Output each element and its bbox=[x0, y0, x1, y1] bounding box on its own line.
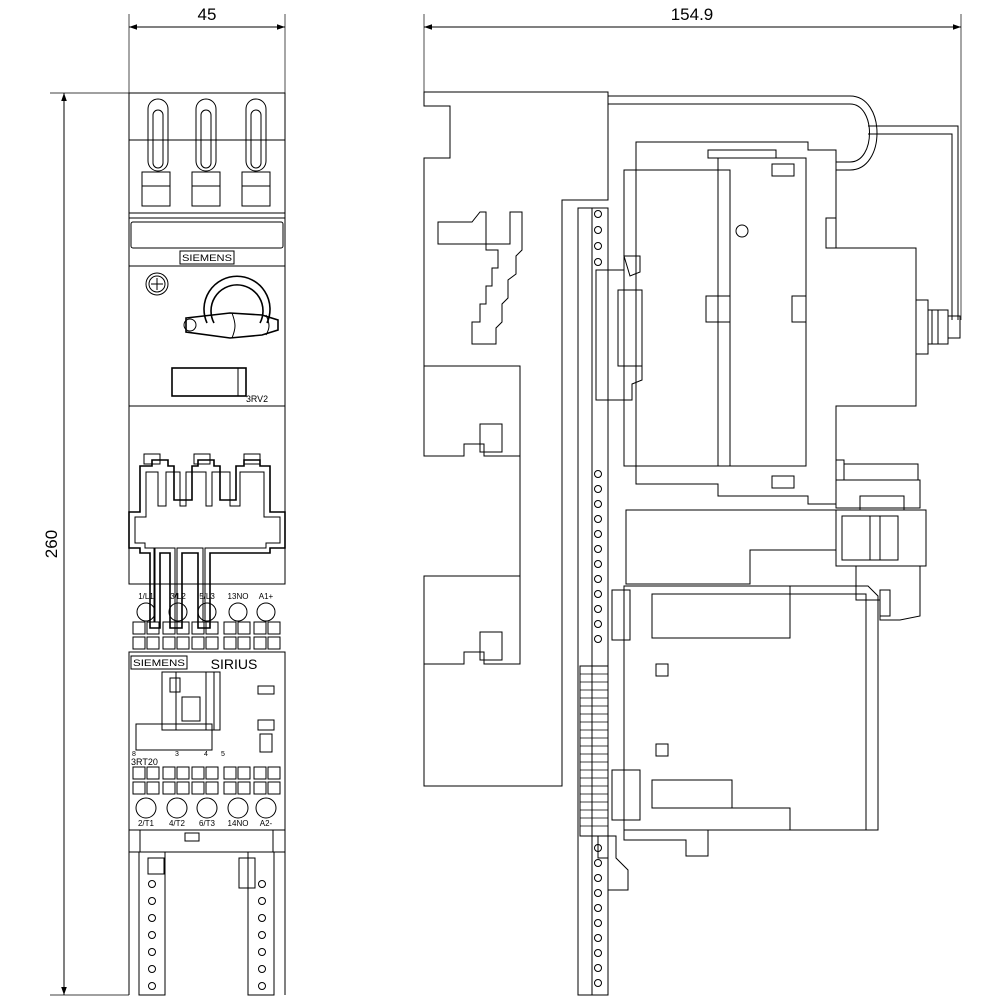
dimension-depth-label: 154.9 bbox=[671, 5, 714, 24]
rail-hole bbox=[594, 242, 602, 250]
rail-hole bbox=[594, 590, 602, 598]
breaker-type-label: 3RV2 bbox=[246, 394, 268, 404]
rail-hole bbox=[148, 914, 156, 922]
rail-hole bbox=[594, 545, 602, 553]
aux-numbers: 8 3 4 5 bbox=[132, 751, 225, 758]
rail-hole bbox=[594, 919, 602, 927]
rail-hole bbox=[594, 575, 602, 583]
rail-hole bbox=[258, 897, 266, 905]
terminal-label-2T1: 2/T1 bbox=[138, 819, 155, 828]
terminal-screws-bottom bbox=[135, 797, 277, 819]
spring-terminals-top bbox=[132, 621, 281, 650]
rail-hole bbox=[594, 934, 602, 942]
terminal-labels-top: 1/L1 3/L2 5/L3 13NO A1+ bbox=[138, 592, 273, 601]
rail-hole bbox=[594, 979, 602, 987]
rail-hole bbox=[594, 500, 602, 508]
terminal-label-14NO: 14NO bbox=[228, 819, 249, 828]
line-clamp-loops bbox=[147, 98, 267, 172]
brand-plate-contactor bbox=[130, 655, 188, 670]
terminal-label-6T3: 6/T3 bbox=[199, 819, 216, 828]
terminal-label-A2: A2- bbox=[260, 819, 273, 828]
aux-number-3: 3 bbox=[175, 751, 179, 758]
brand-contactor-label: SIEMENS bbox=[133, 658, 185, 668]
aux-number-4: 4 bbox=[204, 751, 208, 758]
rail-hole bbox=[258, 965, 266, 973]
rail-hole bbox=[148, 982, 156, 990]
dimension-height: 260 bbox=[42, 92, 129, 996]
rail-hole bbox=[594, 859, 602, 867]
rail-hole bbox=[258, 880, 266, 888]
rail-hole bbox=[258, 982, 266, 990]
dimension-width-label: 45 bbox=[198, 5, 217, 24]
aux-number-8: 8 bbox=[132, 751, 136, 758]
terminal-labels-bottom: 2/T1 4/T2 6/T3 14NO A2- bbox=[138, 819, 273, 828]
terminal-label-4T2: 4/T2 bbox=[169, 819, 186, 828]
rail-hole bbox=[148, 931, 156, 939]
knob-side bbox=[915, 299, 961, 355]
cable-loop bbox=[608, 95, 959, 320]
terminal-label-13NO: 13NO bbox=[228, 592, 249, 601]
dimension-depth: 154.9 bbox=[423, 5, 962, 320]
link-bus-bars bbox=[128, 453, 286, 629]
rail-hole bbox=[594, 470, 602, 478]
brand-top-label: SIEMENS bbox=[182, 253, 232, 263]
adjust-screw-icon bbox=[145, 272, 169, 296]
rail-hole bbox=[594, 560, 602, 568]
side-view bbox=[423, 91, 961, 996]
spring-terminals-bottom bbox=[132, 766, 281, 795]
contactor-type-label: 3RT20 bbox=[131, 757, 158, 767]
line-terminal-screws bbox=[141, 171, 271, 207]
rail-hole bbox=[594, 889, 602, 897]
rotary-handle bbox=[183, 275, 279, 339]
aux-number-5: 5 bbox=[221, 751, 225, 758]
rail-hole bbox=[594, 904, 602, 912]
terminal-label-5L3: 5/L3 bbox=[199, 592, 215, 601]
terminal-label-1L1: 1/L1 bbox=[138, 592, 154, 601]
rail-hole bbox=[594, 949, 602, 957]
label-window bbox=[130, 221, 284, 249]
rail-hole bbox=[594, 485, 602, 493]
rail-slots bbox=[579, 665, 609, 837]
front-view: SIEMENS 3RV2 bbox=[128, 92, 286, 996]
rail-hole bbox=[594, 226, 602, 234]
rail-hole bbox=[594, 635, 602, 643]
rail-hole bbox=[258, 914, 266, 922]
rail-hole bbox=[594, 530, 602, 538]
series-label: SIRIUS bbox=[211, 656, 258, 672]
terminal-label-A1: A1+ bbox=[259, 592, 274, 601]
rail-hole bbox=[148, 897, 156, 905]
terminal-screws-top bbox=[136, 602, 276, 622]
rail-hole bbox=[148, 965, 156, 973]
dimension-width: 45 bbox=[128, 5, 286, 95]
rail-hole bbox=[594, 258, 602, 266]
rail-hole bbox=[258, 931, 266, 939]
rail-hole bbox=[594, 964, 602, 972]
rail-hole bbox=[594, 605, 602, 613]
brand-plate-top bbox=[179, 250, 235, 265]
front-rails bbox=[128, 851, 286, 996]
rail-hole bbox=[148, 880, 156, 888]
rail-hole bbox=[594, 620, 602, 628]
rail-hole bbox=[258, 948, 266, 956]
trip-indicator-window bbox=[171, 367, 247, 397]
rail-hole bbox=[594, 210, 602, 218]
rail-hole bbox=[148, 948, 156, 956]
rail-hole bbox=[594, 515, 602, 523]
terminal-label-3L2: 3/L2 bbox=[170, 592, 186, 601]
dimension-height-label: 260 bbox=[42, 530, 61, 558]
contactor-indicator bbox=[135, 671, 275, 753]
rail-hole bbox=[594, 874, 602, 882]
